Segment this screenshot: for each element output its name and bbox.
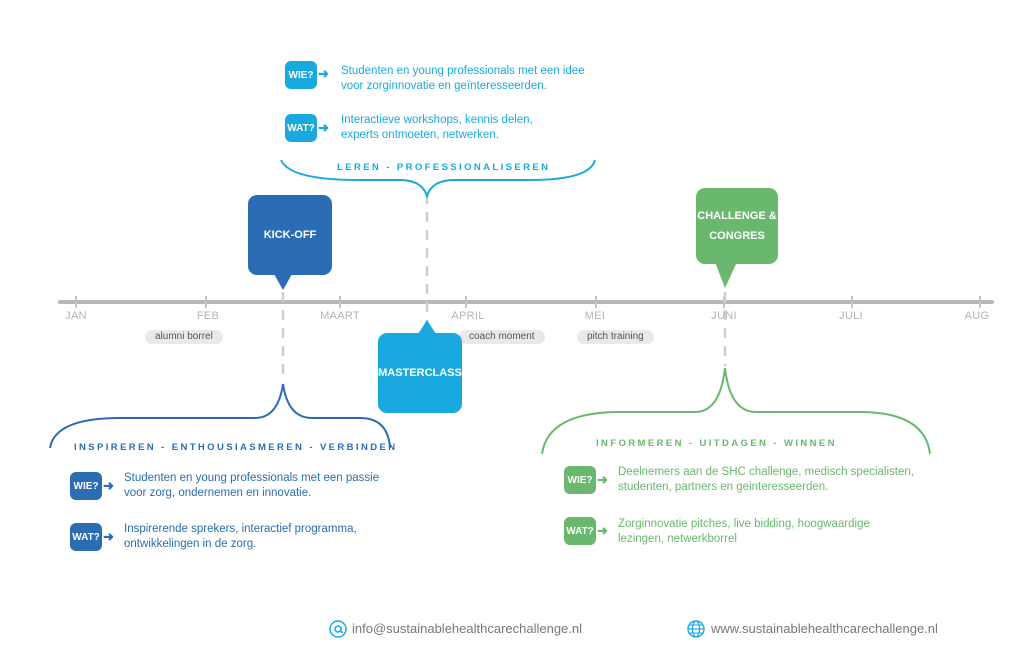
informeren-wie-badge: WIE? — [564, 466, 596, 494]
leren-wie-text: Studenten en young professionals met een… — [341, 65, 585, 92]
month-juni: JUNI — [711, 310, 737, 322]
event-alumni-borrel: alumni borrel — [145, 330, 223, 344]
event-pitch-training: pitch training — [577, 330, 654, 344]
informeren-wie-text: Deelnemers aan de SHC challenge, medisch… — [618, 466, 914, 493]
month-mei: MEI — [584, 310, 606, 322]
inspireren-heading: INSPIREREN - ENTHOUSIASMEREN - VERBINDEN — [74, 442, 398, 453]
leren-brace — [280, 159, 596, 200]
footer-email[interactable]: info@sustainablehealthcarechallenge.nl — [352, 621, 583, 636]
month-jan: JAN — [65, 310, 87, 322]
informeren-wat-badge: WAT? — [564, 517, 596, 545]
arrow-right-icon: ➜ — [103, 529, 114, 544]
challenge-label-line2: CONGRES — [709, 230, 765, 242]
leren-wat-badge: WAT? — [285, 114, 317, 142]
arrow-right-icon: ➜ — [318, 120, 329, 135]
leren-heading: LEREN - PROFESSIONALISEREN — [337, 162, 551, 173]
kickoff-tail — [274, 274, 292, 290]
informeren-heading: INFORMEREN - UITDAGEN - WINNEN — [596, 438, 837, 449]
kickoff-label: KICK-OFF — [263, 229, 317, 241]
challenge-tail — [715, 262, 737, 288]
masterclass-tail — [418, 320, 436, 334]
informeren-wat-text: Zorginnovatie pitches, live bidding, hoo… — [618, 518, 870, 545]
kickoff-bubble: KICK-OFF — [248, 195, 332, 275]
arrow-right-icon: ➜ — [318, 66, 329, 81]
leren-wat-text: Interactieve workshops, kennis delen, ex… — [341, 114, 533, 141]
globe-icon — [687, 620, 705, 638]
masterclass-bubble: MASTERCLASS — [378, 333, 462, 413]
arrow-right-icon: ➜ — [597, 523, 608, 538]
masterclass-label: MASTERCLASS — [378, 367, 462, 379]
month-feb: FEB — [196, 310, 220, 322]
inspireren-wie-badge: WIE? — [70, 472, 102, 500]
arrow-right-icon: ➜ — [103, 478, 114, 493]
challenge-bubble: CHALLENGE & CONGRES — [696, 188, 778, 264]
inspireren-wat-badge: WAT? — [70, 523, 102, 551]
email-icon — [329, 620, 347, 638]
month-aug: AUG — [964, 310, 990, 322]
informeren-brace — [541, 367, 931, 455]
inspireren-wat-text: Inspirerende sprekers, interactief progr… — [124, 523, 357, 550]
leren-wie-badge: WIE? — [285, 61, 317, 89]
footer-website[interactable]: www.sustainablehealthcarechallenge.nl — [711, 621, 938, 636]
month-april: APRIL — [451, 310, 485, 322]
inspireren-wie-text: Studenten en young professionals met een… — [124, 472, 380, 499]
inspireren-brace — [49, 383, 391, 449]
challenge-label-line1: CHALLENGE & — [697, 210, 777, 222]
arrow-right-icon: ➜ — [597, 472, 608, 487]
month-juli: JULI — [839, 310, 863, 322]
month-maart: MAART — [320, 310, 360, 322]
event-coach-moment: coach moment — [459, 330, 545, 344]
